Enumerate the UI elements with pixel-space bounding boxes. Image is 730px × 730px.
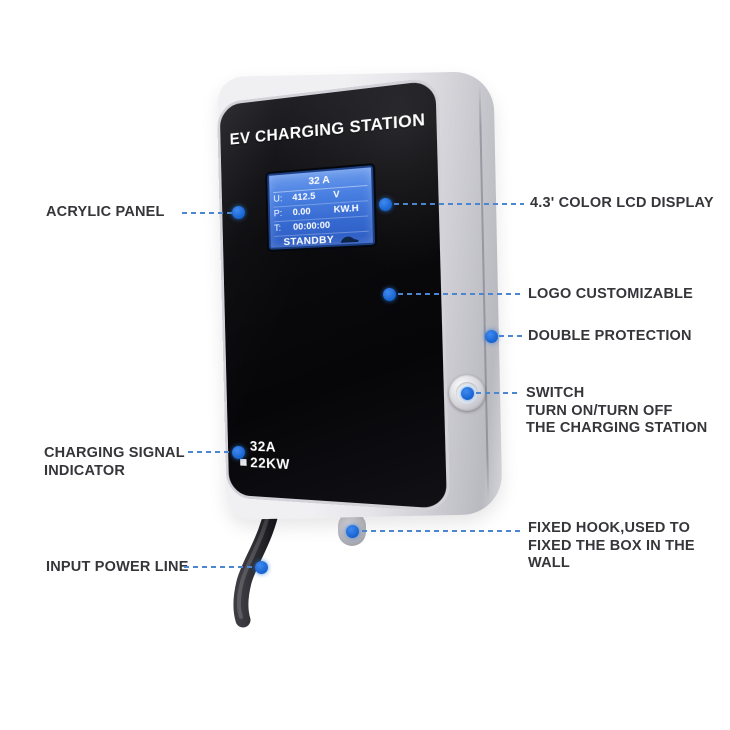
- callout-label-logo: LOGO CUSTOMIZABLE: [528, 286, 694, 302]
- lcd-status-text: STANDBY: [283, 233, 335, 249]
- lcd-display: 32 A U: 412.5 V P: 0.00 KW.H T: 00:00:00…: [267, 165, 376, 250]
- lcd-label: P:: [273, 208, 283, 220]
- acrylic-front-panel: EV CHARGING STATION 32 A U: 412.5 V P: 0…: [216, 76, 451, 513]
- callout-line-acrylic-panel: [182, 212, 234, 214]
- callout-label-line: THE CHARGING STATION: [526, 420, 708, 436]
- indicator-led: [240, 458, 247, 466]
- callout-dot-logo: [383, 288, 396, 301]
- lcd-value: 00:00:00: [292, 219, 331, 233]
- power-cable: [233, 492, 282, 628]
- lcd-unit: V: [333, 189, 340, 201]
- lcd-unit: KW.H: [333, 202, 359, 216]
- callout-label-line: SWITCH: [526, 385, 585, 401]
- callout-label-input-power-line: INPUT POWER LINE: [46, 559, 189, 575]
- charging-signal-indicator: 32A 22KW: [240, 438, 291, 473]
- indicator-power-label: 22KW: [250, 454, 291, 473]
- callout-label-lcd-display: 4.3' COLOR LCD DISPLAY: [530, 195, 714, 211]
- callout-label-double-protection: DOUBLE PROTECTION: [528, 328, 692, 344]
- lcd-label: U:: [273, 193, 283, 205]
- callout-label-acrylic-panel: ACRYLIC PANEL: [46, 204, 165, 220]
- lcd-unit: [334, 224, 368, 226]
- callout-dot-lcd-display: [379, 198, 392, 211]
- callout-dot-fixed-hook: [346, 525, 359, 538]
- device-title: EV CHARGING STATION: [229, 110, 426, 149]
- callout-dot-input-power-line: [255, 561, 268, 574]
- callout-label-charging-signal: CHARGING SIGNAL INDICATOR: [44, 445, 185, 480]
- callout-dot-double-protection: [485, 330, 498, 343]
- callout-label-line: CHARGING SIGNAL: [44, 445, 185, 461]
- lcd-label: T:: [274, 222, 282, 234]
- indicator-power-row: 22KW: [240, 454, 290, 473]
- callout-line-lcd-display: [394, 203, 524, 205]
- callout-label-line: TURN ON/TURN OFF: [526, 402, 673, 419]
- callout-line-input-power-line: [184, 566, 256, 568]
- callout-label-line: INDICATOR: [44, 462, 126, 479]
- callout-dot-switch: [461, 387, 474, 400]
- callout-line-switch: [476, 392, 521, 394]
- callout-line-charging-signal: [188, 451, 234, 453]
- callout-label-line: FIXED HOOK,USED TO: [528, 520, 691, 536]
- indicator-current-label: 32A: [249, 438, 277, 456]
- car-icon: [340, 235, 359, 243]
- callout-dot-charging-signal: [232, 446, 245, 459]
- callout-line-logo: [398, 293, 522, 295]
- callout-line-double-protection: [499, 335, 523, 337]
- lcd-value: 0.00: [292, 206, 311, 219]
- callout-label-line: FIXED THE BOX IN THE: [528, 537, 695, 554]
- callout-label-line: WALL: [528, 555, 570, 571]
- callout-label-fixed-hook: FIXED HOOK,USED TO FIXED THE BOX IN THE …: [528, 520, 695, 573]
- callout-label-switch: SWITCH TURN ON/TURN OFF THE CHARGING STA…: [526, 385, 707, 438]
- callout-dot-acrylic-panel: [232, 206, 245, 219]
- callout-line-fixed-hook: [362, 530, 520, 532]
- lcd-status-row: STANDBY: [274, 232, 369, 249]
